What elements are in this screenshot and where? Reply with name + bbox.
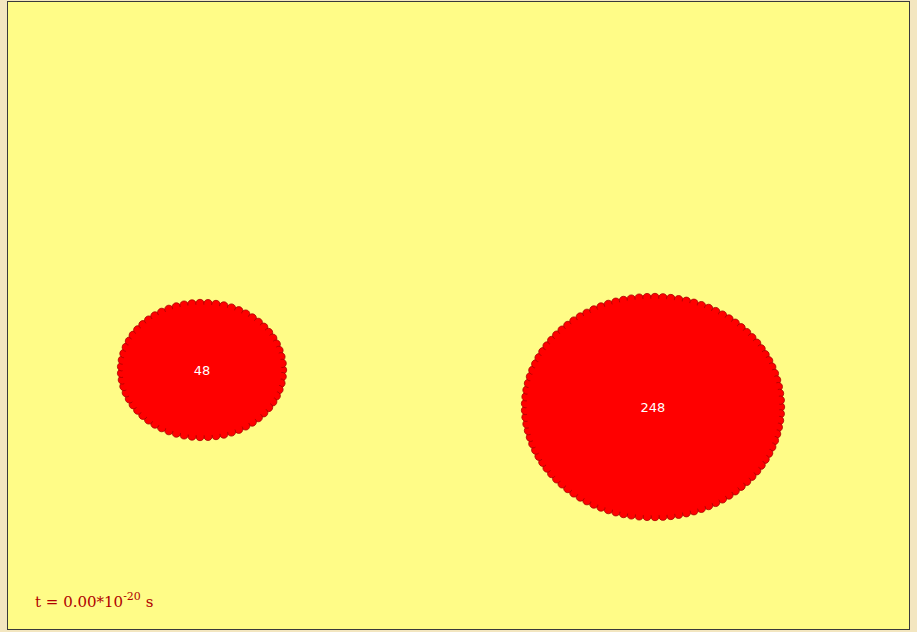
nucleus-circle: 248 bbox=[524, 296, 782, 518]
time-text: t = 0.00*10 bbox=[35, 593, 123, 611]
time-text: s bbox=[146, 593, 154, 611]
exponent: -20 bbox=[123, 590, 141, 603]
nucleus-circle: 48 bbox=[120, 302, 284, 438]
mass-number: 248 bbox=[524, 400, 782, 415]
mass-number: 48 bbox=[120, 363, 284, 378]
simulation-panel: t = 0.00*10-20 s 48 248 bbox=[7, 1, 910, 630]
time-readout: t = 0.00*10-20 s bbox=[35, 590, 154, 611]
